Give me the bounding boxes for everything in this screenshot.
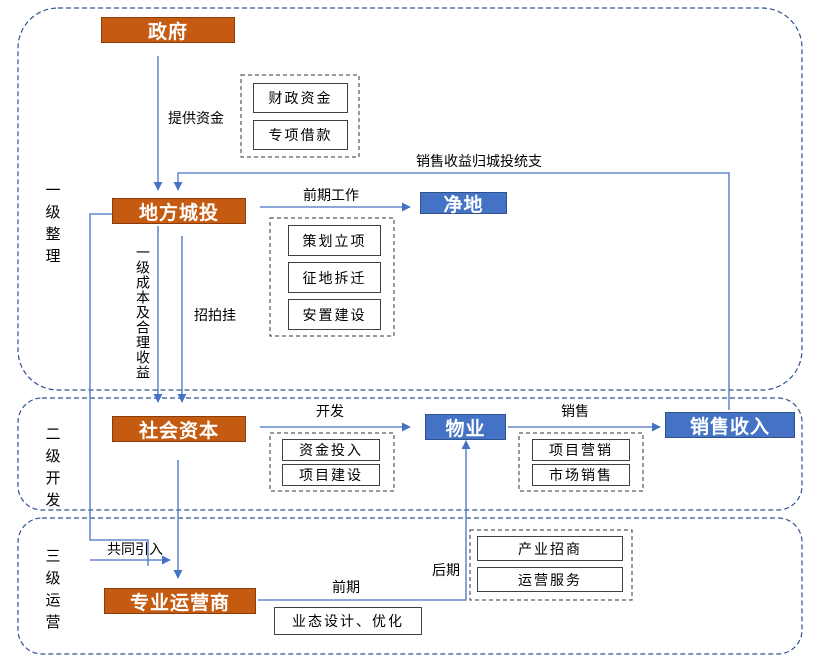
subbox-fiscal-funds: 财政资金 (253, 83, 348, 113)
subbox-resettlement: 安置建设 (288, 299, 381, 330)
arrow-invest-to-operator (89, 213, 149, 566)
node-clean-land: 净地 (420, 192, 507, 216)
node-operator: 专业运营商 (104, 588, 256, 614)
tier3-region (17, 517, 803, 655)
tier2-region (17, 397, 803, 511)
subbox-operation-service: 运营服务 (477, 567, 623, 592)
early-work-group (269, 217, 395, 337)
tier1-label: 一级整理 (45, 181, 61, 265)
subbox-industry-attract: 产业招商 (477, 536, 623, 561)
label-later-stage: 后期 (432, 563, 460, 579)
label-early-work: 前期工作 (303, 188, 359, 204)
node-local-invest: 地方城投 (112, 198, 246, 224)
subbox-demolition: 征地拆迁 (288, 262, 381, 293)
label-level1-cost: 一级成本及合理收益 (134, 245, 150, 380)
later-group (469, 529, 633, 601)
arrow-sales-back (173, 172, 730, 410)
subbox-special-loan: 专项借款 (253, 120, 348, 150)
subbox-market-sales: 市场销售 (532, 464, 630, 486)
node-sales-revenue: 销售收入 (665, 412, 795, 438)
label-co-introduce: 共同引入 (107, 542, 163, 558)
subbox-project-build: 项目建设 (282, 464, 380, 486)
label-auction: 招拍挂 (194, 308, 236, 324)
arrow-operator-to-property (258, 440, 471, 601)
subbox-project-marketing: 项目营销 (532, 439, 630, 461)
node-government: 政府 (101, 17, 235, 43)
funding-group (240, 74, 360, 158)
label-provide-funds: 提供资金 (168, 111, 224, 127)
subbox-planning: 策划立项 (288, 225, 381, 256)
node-social-capital: 社会资本 (112, 416, 246, 442)
label-sell: 销售 (561, 404, 589, 420)
tier1-region (17, 7, 803, 391)
subbox-capital-input: 资金投入 (282, 439, 380, 461)
label-sales-back: 销售收益归城投统支 (416, 154, 542, 170)
label-develop: 开发 (316, 404, 344, 420)
label-early-stage: 前期 (332, 580, 360, 596)
node-property: 物业 (425, 414, 506, 440)
tier3-label: 三级运营 (45, 547, 61, 631)
tier2-label: 二级开发 (45, 425, 61, 509)
subbox-format-design: 业态设计、优化 (274, 607, 422, 635)
